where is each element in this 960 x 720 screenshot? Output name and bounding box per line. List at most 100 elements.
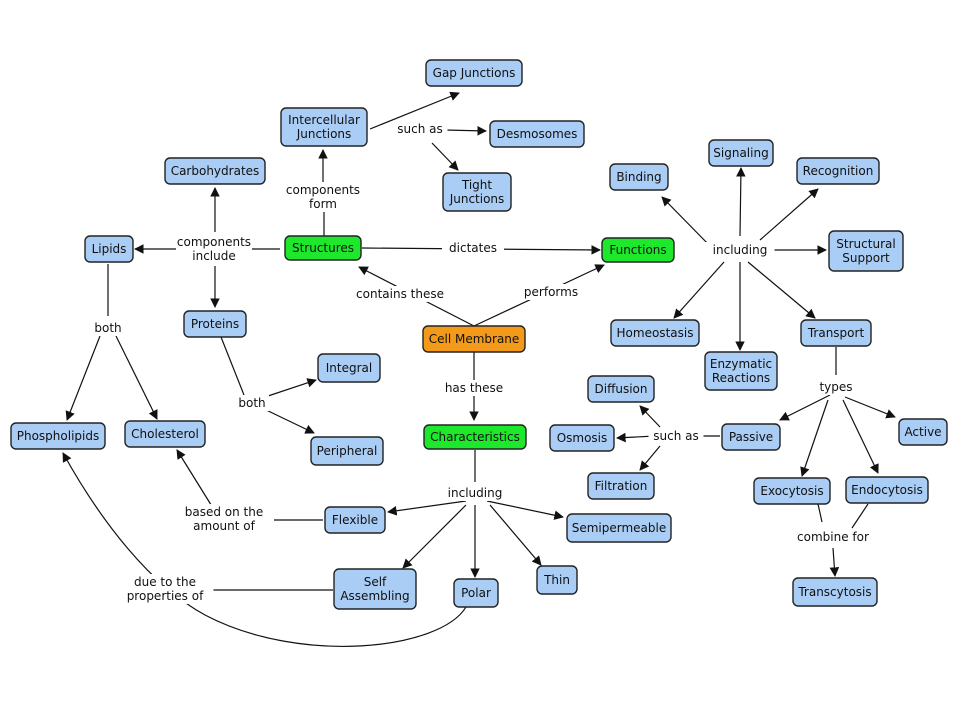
node-flexible[interactable]: Flexible (324, 506, 386, 534)
svg-text:Polar: Polar (461, 586, 491, 600)
svg-text:Filtration: Filtration (595, 479, 648, 493)
svg-text:Passive: Passive (729, 430, 773, 444)
node-structures[interactable]: Structures (284, 235, 362, 261)
node-cell-membrane[interactable]: Cell Membrane (422, 325, 526, 353)
node-homeostasis[interactable]: Homeostasis (610, 319, 700, 347)
svg-text:Endocytosis: Endocytosis (851, 483, 923, 497)
node-endocytosis[interactable]: Endocytosis (845, 476, 929, 504)
link-label-both-proteins: both (235, 395, 269, 411)
svg-text:both: both (238, 396, 265, 410)
node-desmosomes[interactable]: Desmosomes (489, 120, 585, 148)
svg-text:Exocytosis: Exocytosis (760, 484, 823, 498)
node-peripheral[interactable]: Peripheral (310, 436, 384, 466)
connector-line (842, 399, 879, 474)
link-label-combine-for: combine for (791, 529, 875, 545)
connector-line (639, 445, 661, 471)
node-proteins[interactable]: Proteins (183, 310, 247, 338)
node-cholesterol[interactable]: Cholesterol (124, 420, 206, 448)
node-functions[interactable]: Functions (601, 237, 675, 263)
node-filtration[interactable]: Filtration (587, 472, 655, 500)
node-transcytosis[interactable]: Transcytosis (792, 577, 878, 607)
svg-text:contains these: contains these (356, 287, 444, 301)
link-label-has-these: has these (439, 380, 509, 396)
svg-text:Homeostasis: Homeostasis (617, 326, 694, 340)
node-diffusion[interactable]: Diffusion (587, 375, 655, 403)
node-integral[interactable]: Integral (317, 353, 381, 383)
svg-text:Transport: Transport (807, 326, 865, 340)
link-label-such-as-passive: such as (648, 428, 704, 444)
link-label-including-characteristics: including (440, 485, 510, 501)
link-label-both-lipids: both (91, 320, 125, 336)
svg-text:Flexible: Flexible (332, 513, 378, 527)
svg-text:Active: Active (904, 425, 941, 439)
connector-line (800, 399, 829, 477)
node-carbohydrates[interactable]: Carbohydrates (164, 157, 266, 185)
connector-line (817, 503, 823, 523)
node-lipids[interactable]: Lipids (84, 235, 134, 263)
node-recognition[interactable]: Recognition (796, 157, 880, 185)
connector-line (661, 196, 713, 249)
connector-curve (62, 452, 467, 647)
svg-text:such as: such as (397, 122, 442, 136)
connector-line (261, 378, 317, 399)
node-semipermeable[interactable]: Semipermeable (566, 513, 672, 543)
node-passive[interactable]: Passive (721, 423, 781, 451)
svg-text:Semipermeable: Semipermeable (572, 521, 667, 535)
connector-line (747, 261, 816, 319)
svg-text:types: types (819, 380, 852, 394)
node-thin[interactable]: Thin (536, 565, 578, 595)
svg-text:such as: such as (653, 429, 698, 443)
node-gap-junctions[interactable]: Gap Junctions (425, 59, 523, 87)
svg-text:performs: performs (524, 285, 578, 299)
connector-line (829, 547, 840, 577)
connector-line (115, 335, 158, 420)
svg-text:including: including (713, 243, 768, 257)
node-exocytosis[interactable]: Exocytosis (753, 477, 831, 505)
svg-text:Cholesterol: Cholesterol (131, 427, 199, 441)
connector-line (431, 142, 459, 171)
connector-line (844, 396, 896, 419)
svg-text:Thin: Thin (543, 573, 570, 587)
svg-text:Integral: Integral (326, 361, 372, 375)
connector-line (489, 504, 542, 566)
connector-line (673, 261, 725, 319)
node-characteristics[interactable]: Characteristics (423, 424, 527, 450)
svg-text:Lipids: Lipids (92, 242, 127, 256)
link-label-performs: performs (520, 284, 582, 300)
connector-line (220, 336, 245, 396)
svg-text:including: including (448, 486, 503, 500)
svg-text:Phospholipids: Phospholipids (17, 429, 100, 443)
node-phospholipids[interactable]: Phospholipids (10, 422, 106, 450)
connector-line (387, 500, 467, 516)
node-osmosis[interactable]: Osmosis (549, 424, 615, 452)
svg-text:dictates: dictates (449, 241, 497, 255)
svg-text:combine for: combine for (797, 530, 869, 544)
svg-text:Characteristics: Characteristics (430, 430, 520, 444)
link-label-dictates: dictates (442, 240, 504, 256)
link-label-types: types (815, 379, 857, 395)
node-signaling[interactable]: Signaling (708, 139, 774, 167)
node-polar[interactable]: Polar (453, 578, 499, 608)
node-active[interactable]: Active (898, 418, 948, 446)
connector-line (759, 188, 819, 241)
connector-line (402, 504, 467, 569)
node-transport[interactable]: Transport (800, 319, 872, 347)
svg-text:Functions: Functions (609, 243, 666, 257)
node-binding[interactable]: Binding (609, 163, 669, 191)
